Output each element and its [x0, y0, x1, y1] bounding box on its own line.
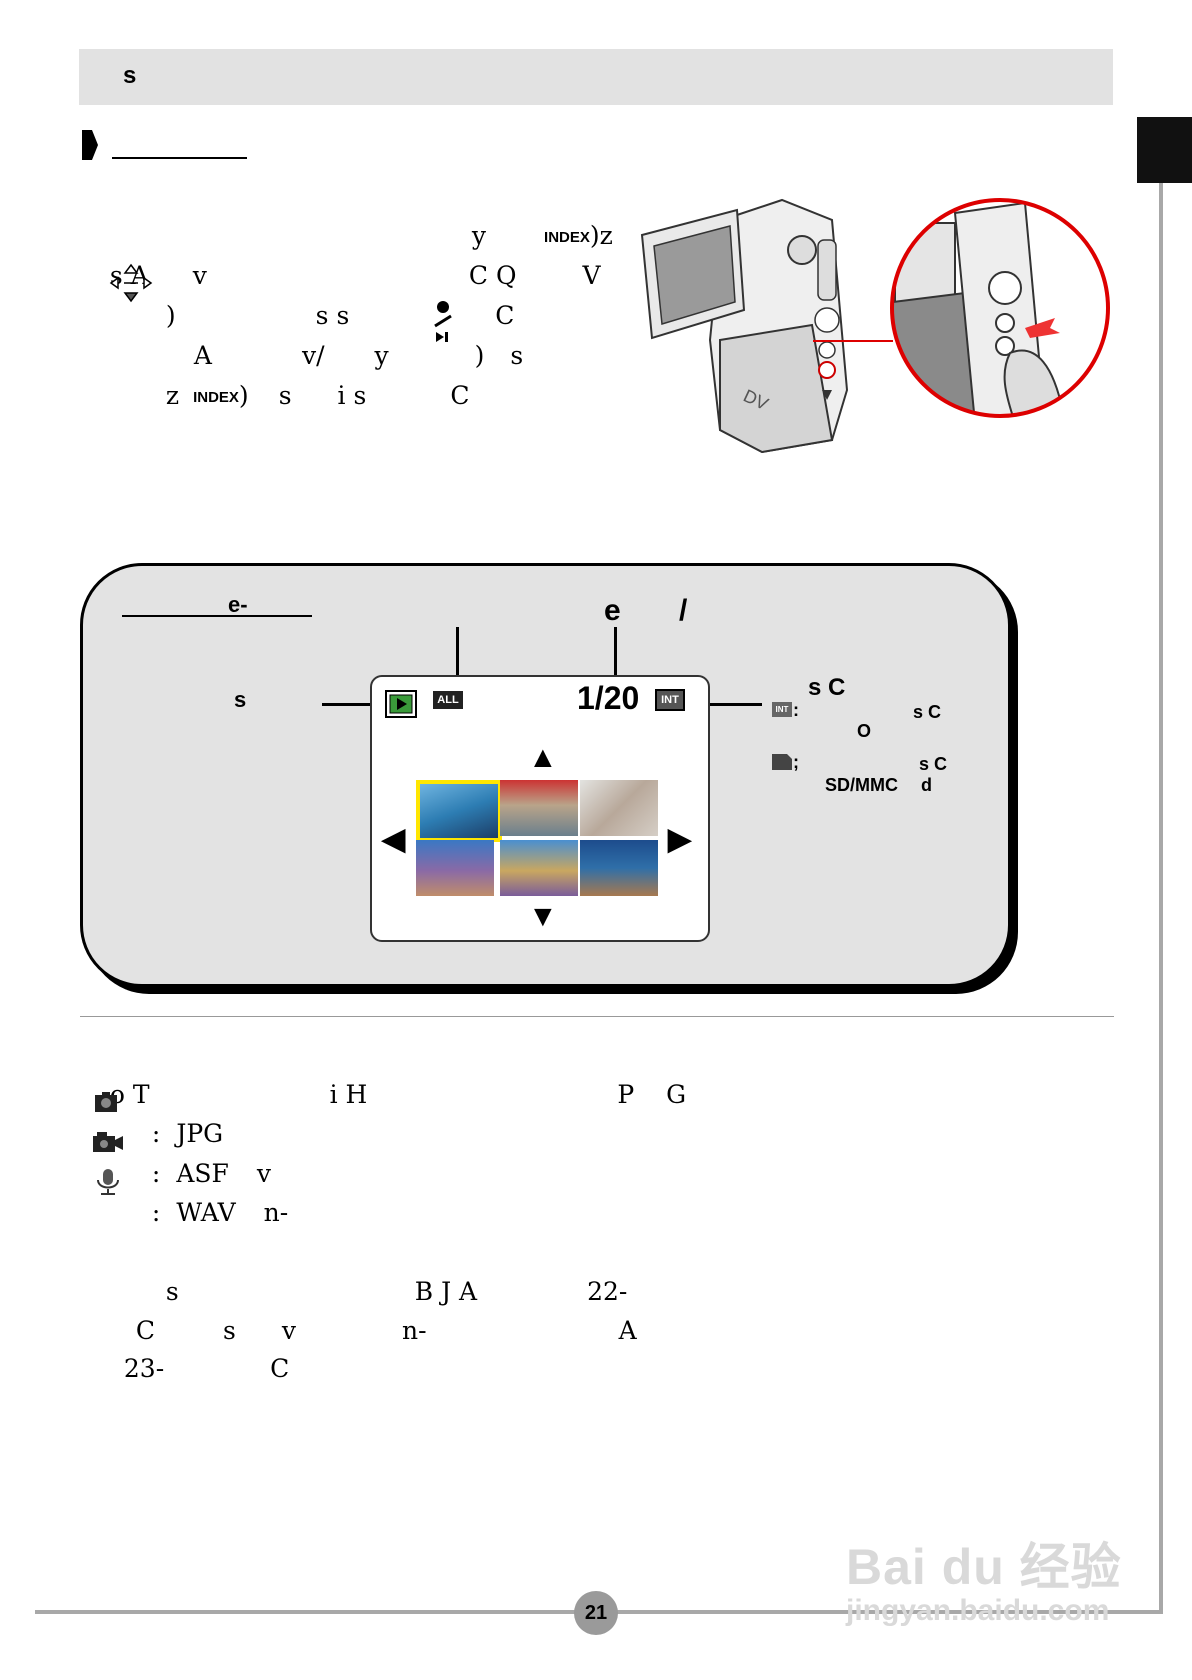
internal-colon: :	[793, 700, 799, 720]
panel-heading: e /	[604, 594, 688, 627]
card-storage-desc: s C	[919, 754, 948, 774]
memory-card-icon	[772, 754, 792, 770]
right-border-rule	[1159, 183, 1163, 1611]
card-storage-type: SD/MMC	[825, 775, 898, 795]
section-heading-underline	[112, 157, 247, 159]
file-counter: 1/20	[577, 680, 640, 716]
microphone-icon	[97, 1169, 119, 1195]
nav-right-arrow: ▶	[668, 823, 692, 856]
page-title: s	[123, 62, 137, 89]
header-bar	[79, 49, 1113, 105]
storage-title: s C	[808, 674, 846, 701]
play-callout-line	[322, 703, 386, 706]
thumbnail-3	[580, 780, 658, 836]
camcorder-illustration: DV	[640, 198, 849, 454]
playback-mode-icon	[385, 690, 417, 718]
video-camera-icon	[93, 1132, 123, 1152]
zoom-connector-line	[813, 340, 893, 342]
chapter-tab	[1137, 117, 1192, 183]
directional-pad-icon	[109, 263, 153, 303]
nav-up-arrow: ▲	[528, 741, 558, 774]
nav-left-arrow: ◀	[382, 823, 406, 856]
thumbnail-2	[500, 780, 578, 836]
thumbnail-6	[580, 840, 658, 896]
section-divider	[80, 1016, 1114, 1017]
panel-title: e-	[228, 592, 248, 617]
card-storage-desc-2: d	[921, 775, 932, 795]
camera-icon	[95, 1092, 117, 1112]
record-play-button-icon	[434, 301, 452, 342]
mode-callout-line	[456, 627, 459, 685]
play-label: s	[234, 687, 247, 712]
watermark-url: jingyan.baidu.com	[846, 1594, 1110, 1627]
thumbnail-1-selected	[416, 780, 502, 842]
internal-storage-desc: s C	[913, 702, 942, 722]
thumbnail-4	[416, 840, 494, 896]
all-files-icon: ALL	[433, 691, 463, 709]
internal-storage-desc-2: O	[857, 721, 872, 741]
button-closeup-illustration	[890, 198, 1110, 418]
internal-storage-icon: INT	[772, 702, 792, 717]
page-number: 21	[574, 1591, 618, 1635]
counter-callout-line	[614, 627, 617, 683]
card-colon: ;	[793, 752, 799, 772]
thumbnail-5	[500, 840, 578, 896]
panel-title-underline	[122, 615, 312, 617]
internal-memory-icon: INT	[655, 689, 685, 711]
baidu-watermark: Bai du 经验	[846, 1539, 1122, 1595]
memory-callout-line	[700, 703, 762, 706]
section-bullet-icon	[82, 130, 98, 160]
nav-down-arrow: ▼	[528, 900, 558, 933]
file-type-jpg: :JPG	[151, 1119, 224, 1148]
note-line-3: 23-C	[123, 1354, 290, 1383]
